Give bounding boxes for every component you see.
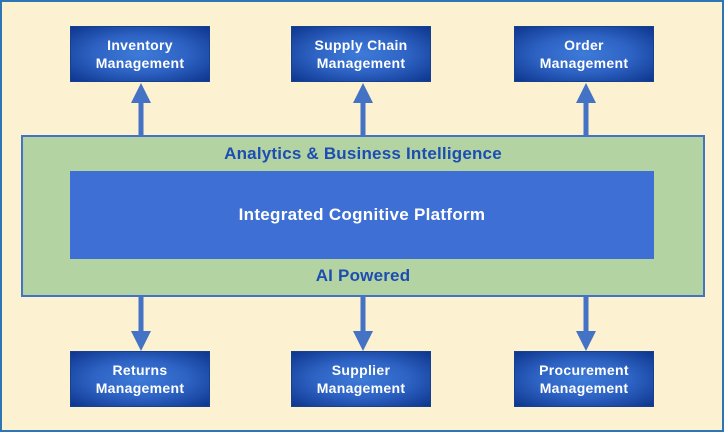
node-label: Supplier Management bbox=[316, 361, 406, 396]
arrow-up-icon bbox=[575, 83, 597, 139]
node-integrated-cognitive-platform: Integrated Cognitive Platform bbox=[70, 171, 654, 259]
node-supplier-management: Supplier Management bbox=[291, 351, 431, 407]
node-inventory-management: Inventory Management bbox=[70, 26, 210, 82]
arrow-down-icon bbox=[575, 295, 597, 351]
arrow-up-icon bbox=[130, 83, 152, 139]
node-label: Order Management bbox=[539, 36, 629, 71]
panel-footer: AI Powered bbox=[315, 266, 411, 285]
node-procurement-management: Procurement Management bbox=[514, 351, 654, 407]
arrow-up-icon bbox=[352, 83, 374, 139]
panel-title: Analytics & Business Intelligence bbox=[224, 144, 502, 163]
node-label: Supply Chain Management bbox=[314, 36, 408, 71]
arrow-down-icon bbox=[352, 295, 374, 351]
arrow-down-icon bbox=[130, 295, 152, 351]
core-platform-label: Integrated Cognitive Platform bbox=[238, 205, 486, 224]
node-label: Returns Management bbox=[95, 361, 185, 396]
node-order-management: Order Management bbox=[514, 26, 654, 82]
platform-panel: Analytics & Business Intelligence Integr… bbox=[21, 135, 705, 297]
node-label: Inventory Management bbox=[95, 36, 185, 71]
node-supply-chain-management: Supply Chain Management bbox=[291, 26, 431, 82]
node-returns-management: Returns Management bbox=[70, 351, 210, 407]
node-label: Procurement Management bbox=[539, 361, 629, 396]
